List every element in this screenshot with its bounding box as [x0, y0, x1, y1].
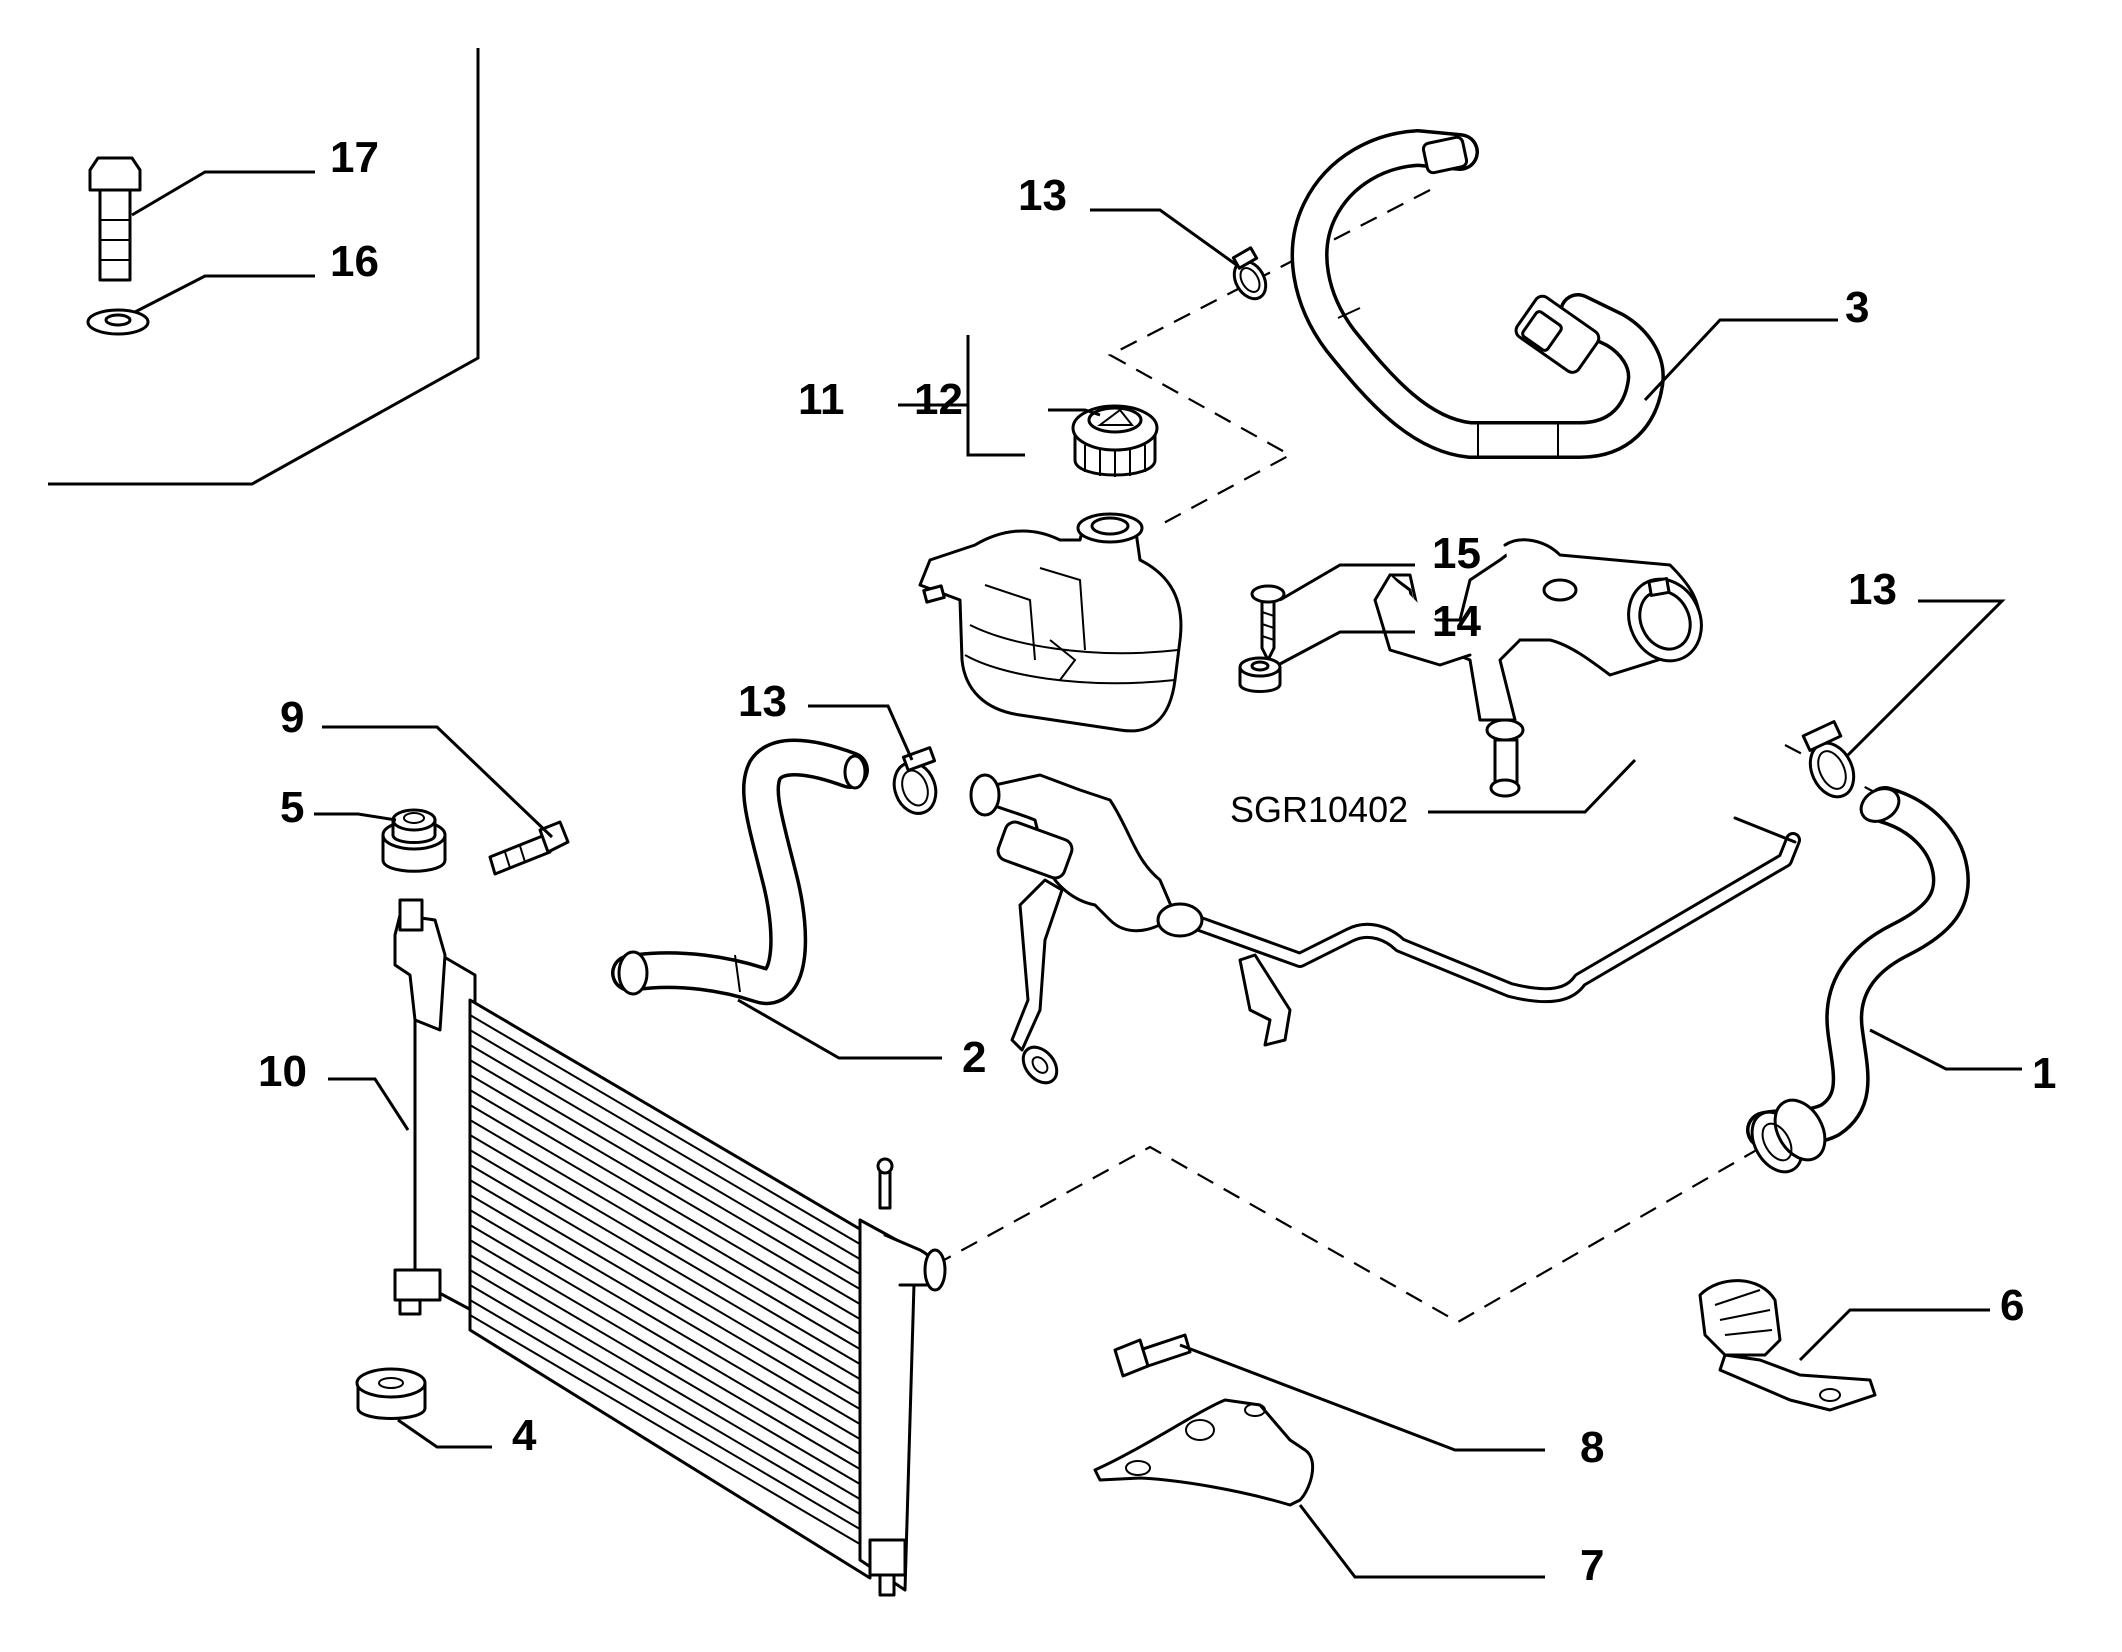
leader-lines: [131, 170, 2022, 1579]
callout-2: 2: [962, 1033, 986, 1082]
leader-17: [131, 170, 315, 217]
callout-7: 7: [1580, 1541, 1604, 1590]
part-1-hose: [1746, 786, 1970, 1174]
callout-6: 6: [2000, 1281, 2024, 1330]
leader-3: [1643, 318, 1838, 402]
leader-13-right: [1846, 599, 2006, 757]
callout-9: 9: [280, 693, 304, 742]
leader-16: [134, 274, 315, 314]
part-13-clamp-top: [1231, 246, 1268, 301]
leader-10: [328, 1077, 410, 1131]
part-13-clamp-right: [1801, 720, 1856, 799]
part-9-bolt: [488, 820, 570, 876]
callout-12: 12: [914, 375, 963, 424]
part-6-holder: [1698, 1279, 1877, 1412]
leader-2: [737, 998, 942, 1060]
part-17-bolt: [88, 156, 142, 282]
part-10-radiator: [393, 898, 947, 1597]
callout-4: 4: [512, 1411, 537, 1460]
leader-13-middle: [808, 704, 914, 761]
callout-labels: 17 16 13 3 11 12 15 14 13 13 9 5 SGR1040…: [258, 133, 2056, 1590]
part-12-cap: [1071, 404, 1159, 477]
callout-15: 15: [1432, 529, 1481, 578]
leader-9: [322, 725, 554, 839]
part-11-expansion-tank: [918, 512, 1183, 733]
part-15-screw: [1250, 584, 1286, 662]
part-16-washer: [86, 308, 150, 336]
callout-10: 10: [258, 1047, 307, 1096]
leader-14: [1277, 630, 1415, 667]
leader-15: [1279, 563, 1415, 602]
part-5-rubber-mount: [381, 808, 447, 873]
leader-6: [1798, 1308, 1990, 1362]
leader-7: [1298, 1504, 1545, 1579]
part-8-bolt: [1113, 1333, 1192, 1378]
part-2-hose: [611, 738, 869, 1005]
callout-5: 5: [280, 783, 304, 832]
callout-16: 16: [330, 237, 379, 286]
leader-8: [1179, 1343, 1545, 1452]
leader-sgr: [1428, 758, 1637, 814]
reference-code: SGR10402: [1230, 789, 1408, 830]
inset-panel-border: [48, 48, 480, 486]
callout-13-top: 13: [1018, 171, 1067, 220]
callout-1: 1: [2032, 1049, 2056, 1098]
callout-3: 3: [1845, 283, 1869, 332]
leader-1: [1869, 1028, 2022, 1071]
leader-5: [314, 812, 397, 822]
leader-12: [1048, 408, 1101, 417]
callout-13-right: 13: [1848, 565, 1897, 614]
radiator-fins: [469, 1014, 871, 1551]
callout-8: 8: [1580, 1423, 1604, 1472]
callout-17: 17: [330, 133, 379, 182]
part-3-hose: [1290, 129, 1665, 459]
callout-11: 11: [798, 375, 845, 424]
part-7-bracket: [1093, 1398, 1315, 1507]
thermostat-housing: [1373, 538, 1703, 798]
leader-13-top: [1090, 208, 1239, 268]
callout-13-middle: 13: [738, 677, 787, 726]
leader-4: [397, 1418, 492, 1449]
connection-dashed-lines: [934, 189, 1881, 1324]
part-4-rubber-mount: [355, 1367, 427, 1420]
part-13-clamp-middle: [892, 746, 938, 815]
bypass-pipe-assembly: [969, 773, 1801, 1085]
callout-14: 14: [1432, 597, 1481, 646]
leader-11: [966, 340, 1025, 457]
part-14-grommet: [1238, 656, 1282, 693]
